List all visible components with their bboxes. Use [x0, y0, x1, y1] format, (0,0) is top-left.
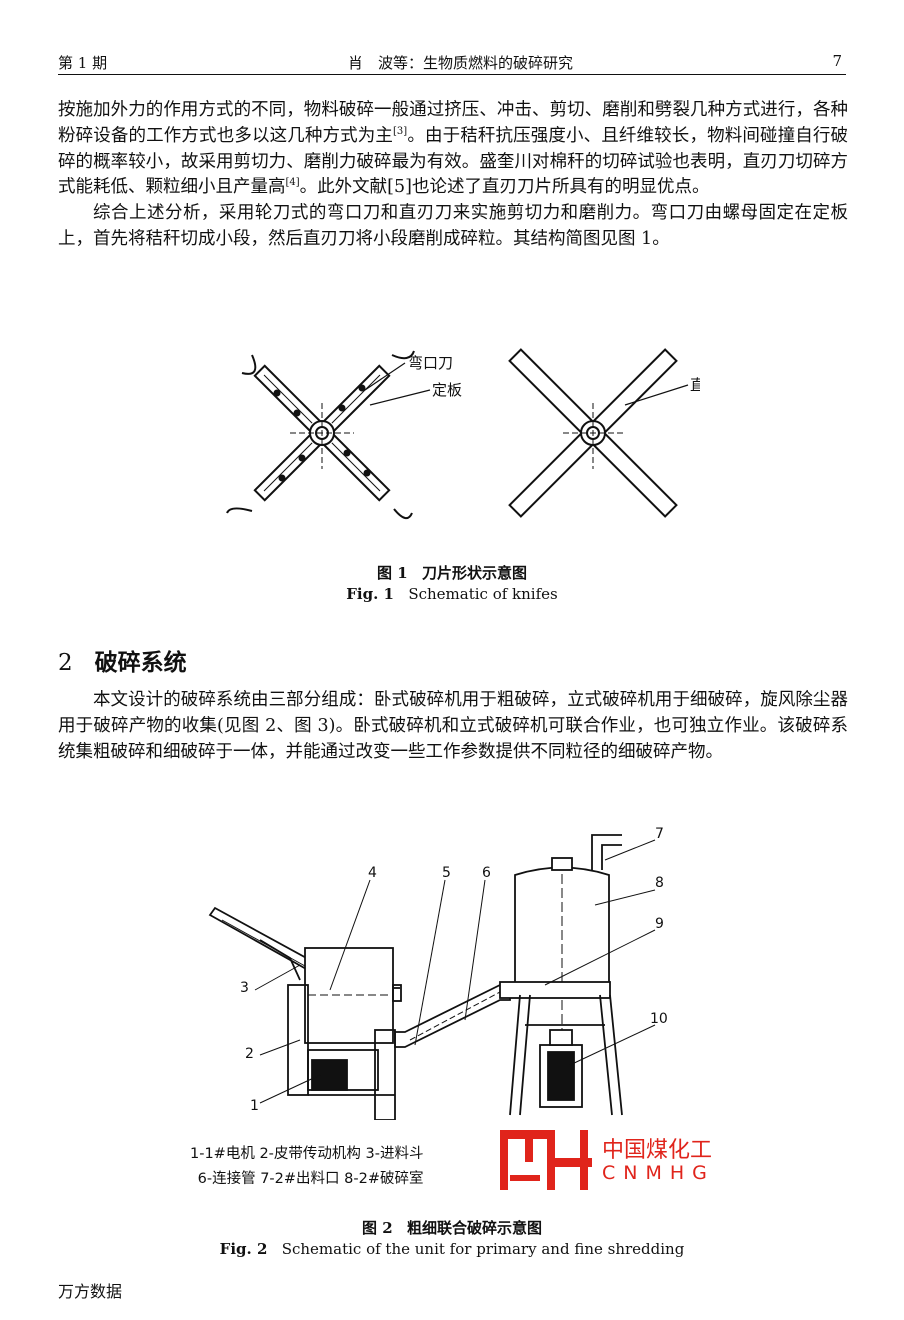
figure-1-caption-en: Fig. 1 Schematic of knifes [346, 585, 558, 603]
footer-source: 万方数据 [58, 1282, 123, 1301]
callout-10: 10 [650, 1011, 668, 1027]
label-curved-knife: 弯口刀 [408, 354, 453, 372]
curved-knife-assembly [226, 350, 415, 520]
callout-8: 8 [655, 875, 664, 891]
watermark-cn: 中国煤化工 [602, 1138, 713, 1163]
callout-3: 3 [240, 980, 249, 996]
callout-5: 5 [442, 865, 451, 881]
citation-3[interactable]: [3] [393, 125, 408, 137]
straight-knife-assembly [508, 348, 678, 518]
paragraph-1: 按施加外力的作用方式的不同，物料破碎一般通过挤压、冲击、剪切、磨削和劈裂几种方式… [58, 100, 848, 198]
callout-1: 1 [250, 1098, 259, 1114]
running-title: 肖 波等：生物质燃料的破碎研究 [348, 54, 574, 72]
figure-2-shredding-unit: 1 2 3 4 5 6 7 8 9 10 [208, 826, 668, 1120]
callout-4: 4 [368, 865, 377, 881]
figure-1-caption-cn: 图 1 刀片形状示意图 [377, 564, 527, 582]
label-fixed-plate: 定板 [432, 381, 462, 399]
callout-9: 9 [655, 916, 664, 932]
watermark-logo [500, 1130, 592, 1190]
page-number: 7 [832, 52, 842, 70]
figure-2-caption-en: Fig. 2 Schematic of the unit for primary… [219, 1240, 685, 1258]
section-2-body: 本文设计的破碎系统由三部分组成：卧式破碎机用于粗破碎，立式破碎机用于细破碎，旋风… [58, 688, 848, 765]
figure-2-caption-cn: 图 2 粗细联合破碎示意图 [362, 1219, 542, 1237]
watermark-en: CNMHG [602, 1162, 715, 1184]
callout-6: 6 [482, 865, 491, 881]
issue-label: 第 1 期 [58, 54, 108, 72]
citation-4[interactable]: [4] [285, 177, 300, 189]
running-header: 第 1 期 肖 波等：生物质燃料的破碎研究 7 [58, 50, 846, 75]
callout-7: 7 [655, 826, 664, 842]
paragraph-2: 综合上述分析，采用轮刀式的弯口刀和直刃刀来实施剪切力和磨削力。弯口刀由螺母固定在… [58, 203, 848, 249]
body-text: 按施加外力的作用方式的不同，物料破碎一般通过挤压、冲击、剪切、磨削和劈裂几种方式… [58, 98, 848, 253]
figure-1-knives: 弯口刀 定板 直刃刀 [226, 348, 700, 520]
section-2-paragraph: 本文设计的破碎系统由三部分组成：卧式破碎机用于粗破碎，立式破碎机用于细破碎，旋风… [58, 690, 848, 762]
label-straight-knife: 直刃刀 [690, 376, 700, 394]
callout-2: 2 [245, 1046, 254, 1062]
figure-2-legend: 1-1#电机 2-皮带传动机构 3-进料斗 6-连接管 7-2#出料口 8-2#… [190, 1146, 424, 1187]
